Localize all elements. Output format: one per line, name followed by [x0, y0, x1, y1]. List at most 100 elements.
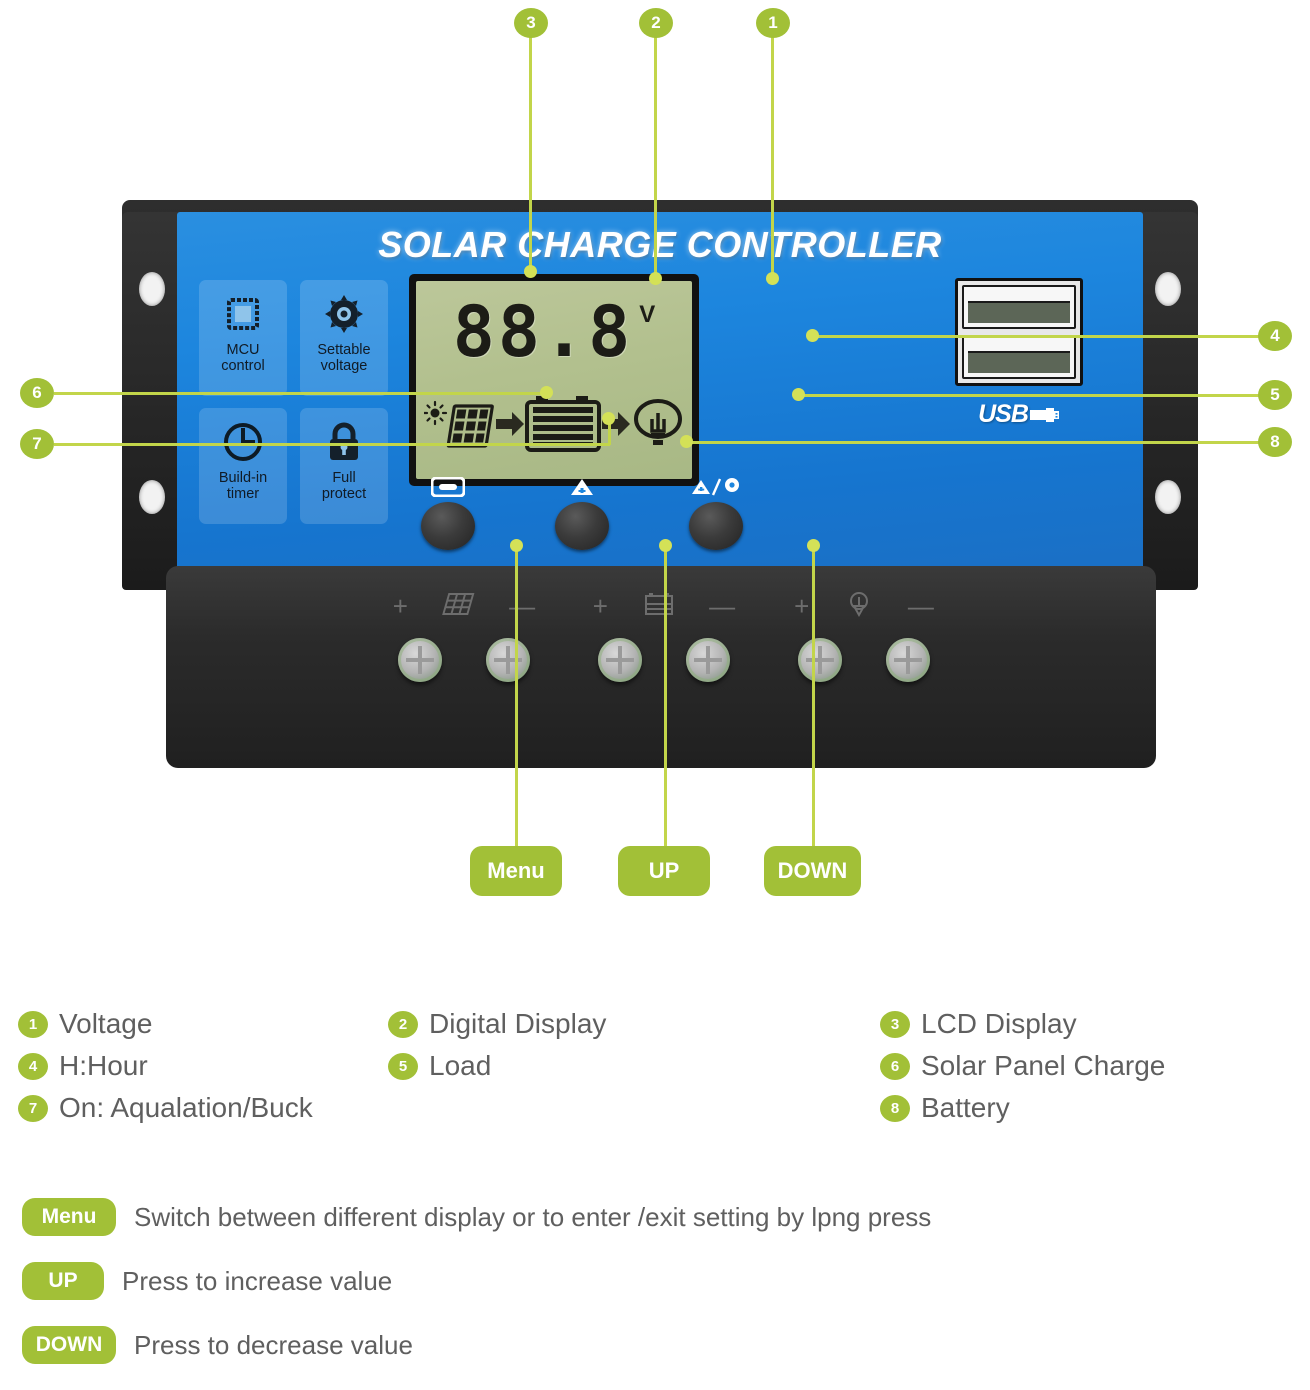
- callout-pin-1: 1: [756, 8, 790, 38]
- battery-icon: [524, 395, 602, 458]
- menu-button-cap[interactable]: [421, 502, 475, 550]
- legend-row-2: 4 H:Hour 5 Load 6 Solar Panel Charge: [18, 1050, 1292, 1082]
- usb-plug-icon: [1029, 407, 1059, 422]
- terminal-minus-solar: —: [509, 591, 536, 621]
- feature-label-settable-2: voltage: [320, 358, 368, 374]
- terminal-screw-solar-plus[interactable]: [398, 638, 442, 682]
- instruction-text-down: Press to decrease value: [134, 1329, 413, 1360]
- leader-dot-menu: [510, 539, 523, 552]
- mounting-hole-top-right: [1155, 272, 1181, 306]
- callout-pin-8-label: 8: [1270, 432, 1280, 451]
- legend-item-6: 6 Solar Panel Charge: [880, 1050, 1280, 1082]
- instruction-key-down: DOWN: [22, 1326, 116, 1364]
- legend-label-4: H:Hour: [59, 1050, 148, 1081]
- terminal-screw-load-plus[interactable]: [798, 638, 842, 682]
- device-title: SOLAR CHARGE CONTROLLER: [378, 224, 942, 265]
- legend-section: 1 Voltage 2 Digital Display 3 LCD Displa…: [18, 1008, 1292, 1134]
- usb-port-pair[interactable]: [955, 278, 1083, 386]
- feature-label-protect-2: protect: [321, 486, 367, 502]
- terminal-screw-battery-plus[interactable]: [598, 638, 642, 682]
- terminal-minus-load: —: [907, 591, 934, 621]
- legend-badge-6: 6: [880, 1052, 910, 1080]
- mcu-chip-icon: [222, 288, 264, 340]
- callout-pin-4-label: 4: [1270, 326, 1280, 345]
- legend-item-4: 4 H:Hour: [18, 1050, 388, 1082]
- push-button-row: [417, 476, 747, 564]
- legend-badge-8: 8: [880, 1094, 910, 1122]
- callout-pin-4: 4: [1258, 321, 1292, 351]
- leader-line-7-riser: [608, 420, 611, 445]
- down-button-cap[interactable]: [689, 502, 743, 550]
- instruction-row-up: UP Press to increase value: [22, 1262, 1302, 1300]
- legend-label-1: Voltage: [59, 1008, 153, 1039]
- instructions-section: Menu Switch between different display or…: [22, 1198, 1302, 1390]
- feature-label-timer-1: Build-in: [218, 470, 268, 486]
- callout-pin-2-label: 2: [651, 13, 661, 32]
- terminal-block: + —: [376, 586, 956, 716]
- feature-badge-full-protect: Full protect: [300, 408, 388, 524]
- gear-icon: [322, 288, 366, 340]
- up-button-cap[interactable]: [555, 502, 609, 550]
- terminal-group-battery: + —: [576, 586, 752, 682]
- terminal-group-load: + —: [776, 586, 952, 682]
- instruction-text-up: Press to increase value: [122, 1265, 393, 1296]
- arrow-right-icon-load: [602, 411, 630, 442]
- up-triangle-icon: [551, 476, 613, 498]
- lcd-digital-display: 88.8 V: [416, 297, 692, 367]
- mounting-wing-left: [122, 212, 184, 580]
- leader-dot-8: [680, 435, 693, 448]
- legend-label-6: Solar Panel Charge: [921, 1050, 1166, 1081]
- solar-charge-controller-device: SOLAR CHARGE CONTROLLER MCU control: [122, 190, 1198, 778]
- terminal-group-solar: + —: [376, 586, 552, 682]
- legend-item-3: 3 LCD Display: [880, 1008, 1280, 1040]
- leader-dot-up: [659, 539, 672, 552]
- feature-badge-build-in-timer: Build-in timer: [199, 408, 287, 524]
- display-rect-icon: [417, 476, 479, 498]
- feature-label-mcu-2: control: [221, 358, 265, 374]
- legend-badge-1: 1: [18, 1010, 48, 1038]
- leader-line-up: [664, 545, 667, 850]
- usb-port-upper[interactable]: [962, 285, 1076, 329]
- leader-dot-5: [792, 388, 805, 401]
- callout-pin-8: 8: [1258, 427, 1292, 457]
- callout-pin-5-label: 5: [1270, 385, 1280, 404]
- callout-pin-6-label: 6: [32, 383, 42, 402]
- keycap-menu-label: Menu: [487, 858, 545, 883]
- callout-pin-6: 6: [20, 378, 54, 408]
- lcd-screen: 88.8 V: [416, 281, 692, 479]
- lock-icon: [324, 416, 364, 468]
- legend-badge-5: 5: [388, 1052, 418, 1080]
- keycap-up: UP: [618, 846, 710, 896]
- legend-label-2: Digital Display: [429, 1008, 607, 1039]
- leader-line-down: [812, 545, 815, 850]
- keycap-down: DOWN: [764, 846, 861, 896]
- leader-dot-7: [602, 412, 615, 425]
- terminal-plus-solar: +: [392, 591, 408, 621]
- terminal-screw-solar-minus[interactable]: [486, 638, 530, 682]
- callout-pin-7: 7: [20, 429, 54, 459]
- feature-label-protect-1: Full: [332, 470, 356, 486]
- terminal-screw-battery-minus[interactable]: [686, 638, 730, 682]
- leader-line-6: [54, 392, 546, 395]
- up-triangle-bulb-icon: [685, 476, 747, 498]
- feature-badge-mcu-control: MCU control: [199, 280, 287, 396]
- instruction-row-menu: Menu Switch between different display or…: [22, 1198, 1302, 1236]
- down-button[interactable]: [685, 476, 747, 550]
- callout-pin-2: 2: [639, 8, 673, 38]
- menu-button[interactable]: [417, 476, 479, 550]
- terminal-screw-load-minus[interactable]: [886, 638, 930, 682]
- lcd-voltage-value: 88.8: [452, 291, 634, 373]
- sun-solar-panel-icon: [422, 396, 496, 457]
- legend-badge-3: 3: [880, 1010, 910, 1038]
- lcd-flow-row: [422, 395, 684, 458]
- usb-section: USB: [955, 278, 1083, 429]
- callout-pin-1-label: 1: [768, 13, 778, 32]
- leader-dot-2: [649, 272, 662, 285]
- keycap-up-label: UP: [648, 858, 680, 883]
- leader-line-5: [798, 394, 1262, 397]
- leader-dot-6: [540, 386, 553, 399]
- legend-label-8: Battery: [921, 1092, 1010, 1123]
- up-button[interactable]: [551, 476, 613, 550]
- usb-port-lower[interactable]: [962, 335, 1076, 379]
- lcd-voltage-unit: V: [639, 301, 656, 328]
